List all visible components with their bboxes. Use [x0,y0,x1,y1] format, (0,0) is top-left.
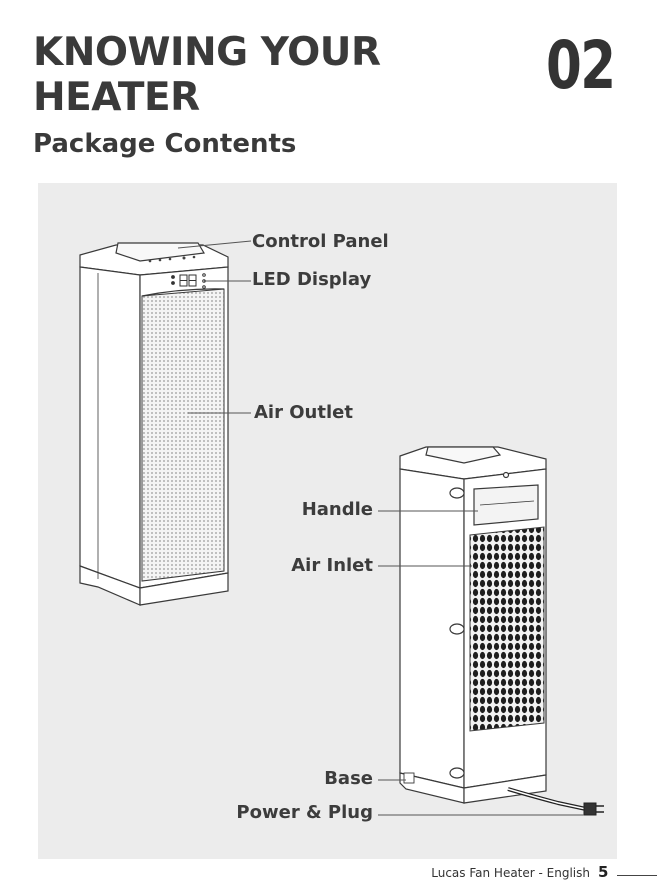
section-subtitle: Package Contents [33,129,296,159]
callout-led-display: LED Display [252,269,371,291]
footer-text: Lucas Fan Heater - English [431,866,590,880]
callout-air-outlet: Air Outlet [254,402,353,424]
rear-heater [400,447,546,803]
front-heater [80,243,228,605]
chapter-number: 02 [546,26,615,106]
power-cord-plug [508,789,604,815]
title-line-1: KNOWING YOUR [33,30,380,75]
footer-rule [617,875,657,876]
callout-air-inlet: Air Inlet [291,555,373,577]
page-title: KNOWING YOUR HEATER [33,30,380,120]
callout-power-plug: Power & Plug [236,802,373,824]
callout-handle: Handle [302,499,373,521]
callout-base: Base [324,768,373,790]
title-line-2: HEATER [33,75,200,120]
illustration-panel: Control Panel LED Display Air Outlet Han… [38,183,617,859]
callout-control-panel: Control Panel [252,231,389,253]
page-number: 5 [598,863,608,881]
